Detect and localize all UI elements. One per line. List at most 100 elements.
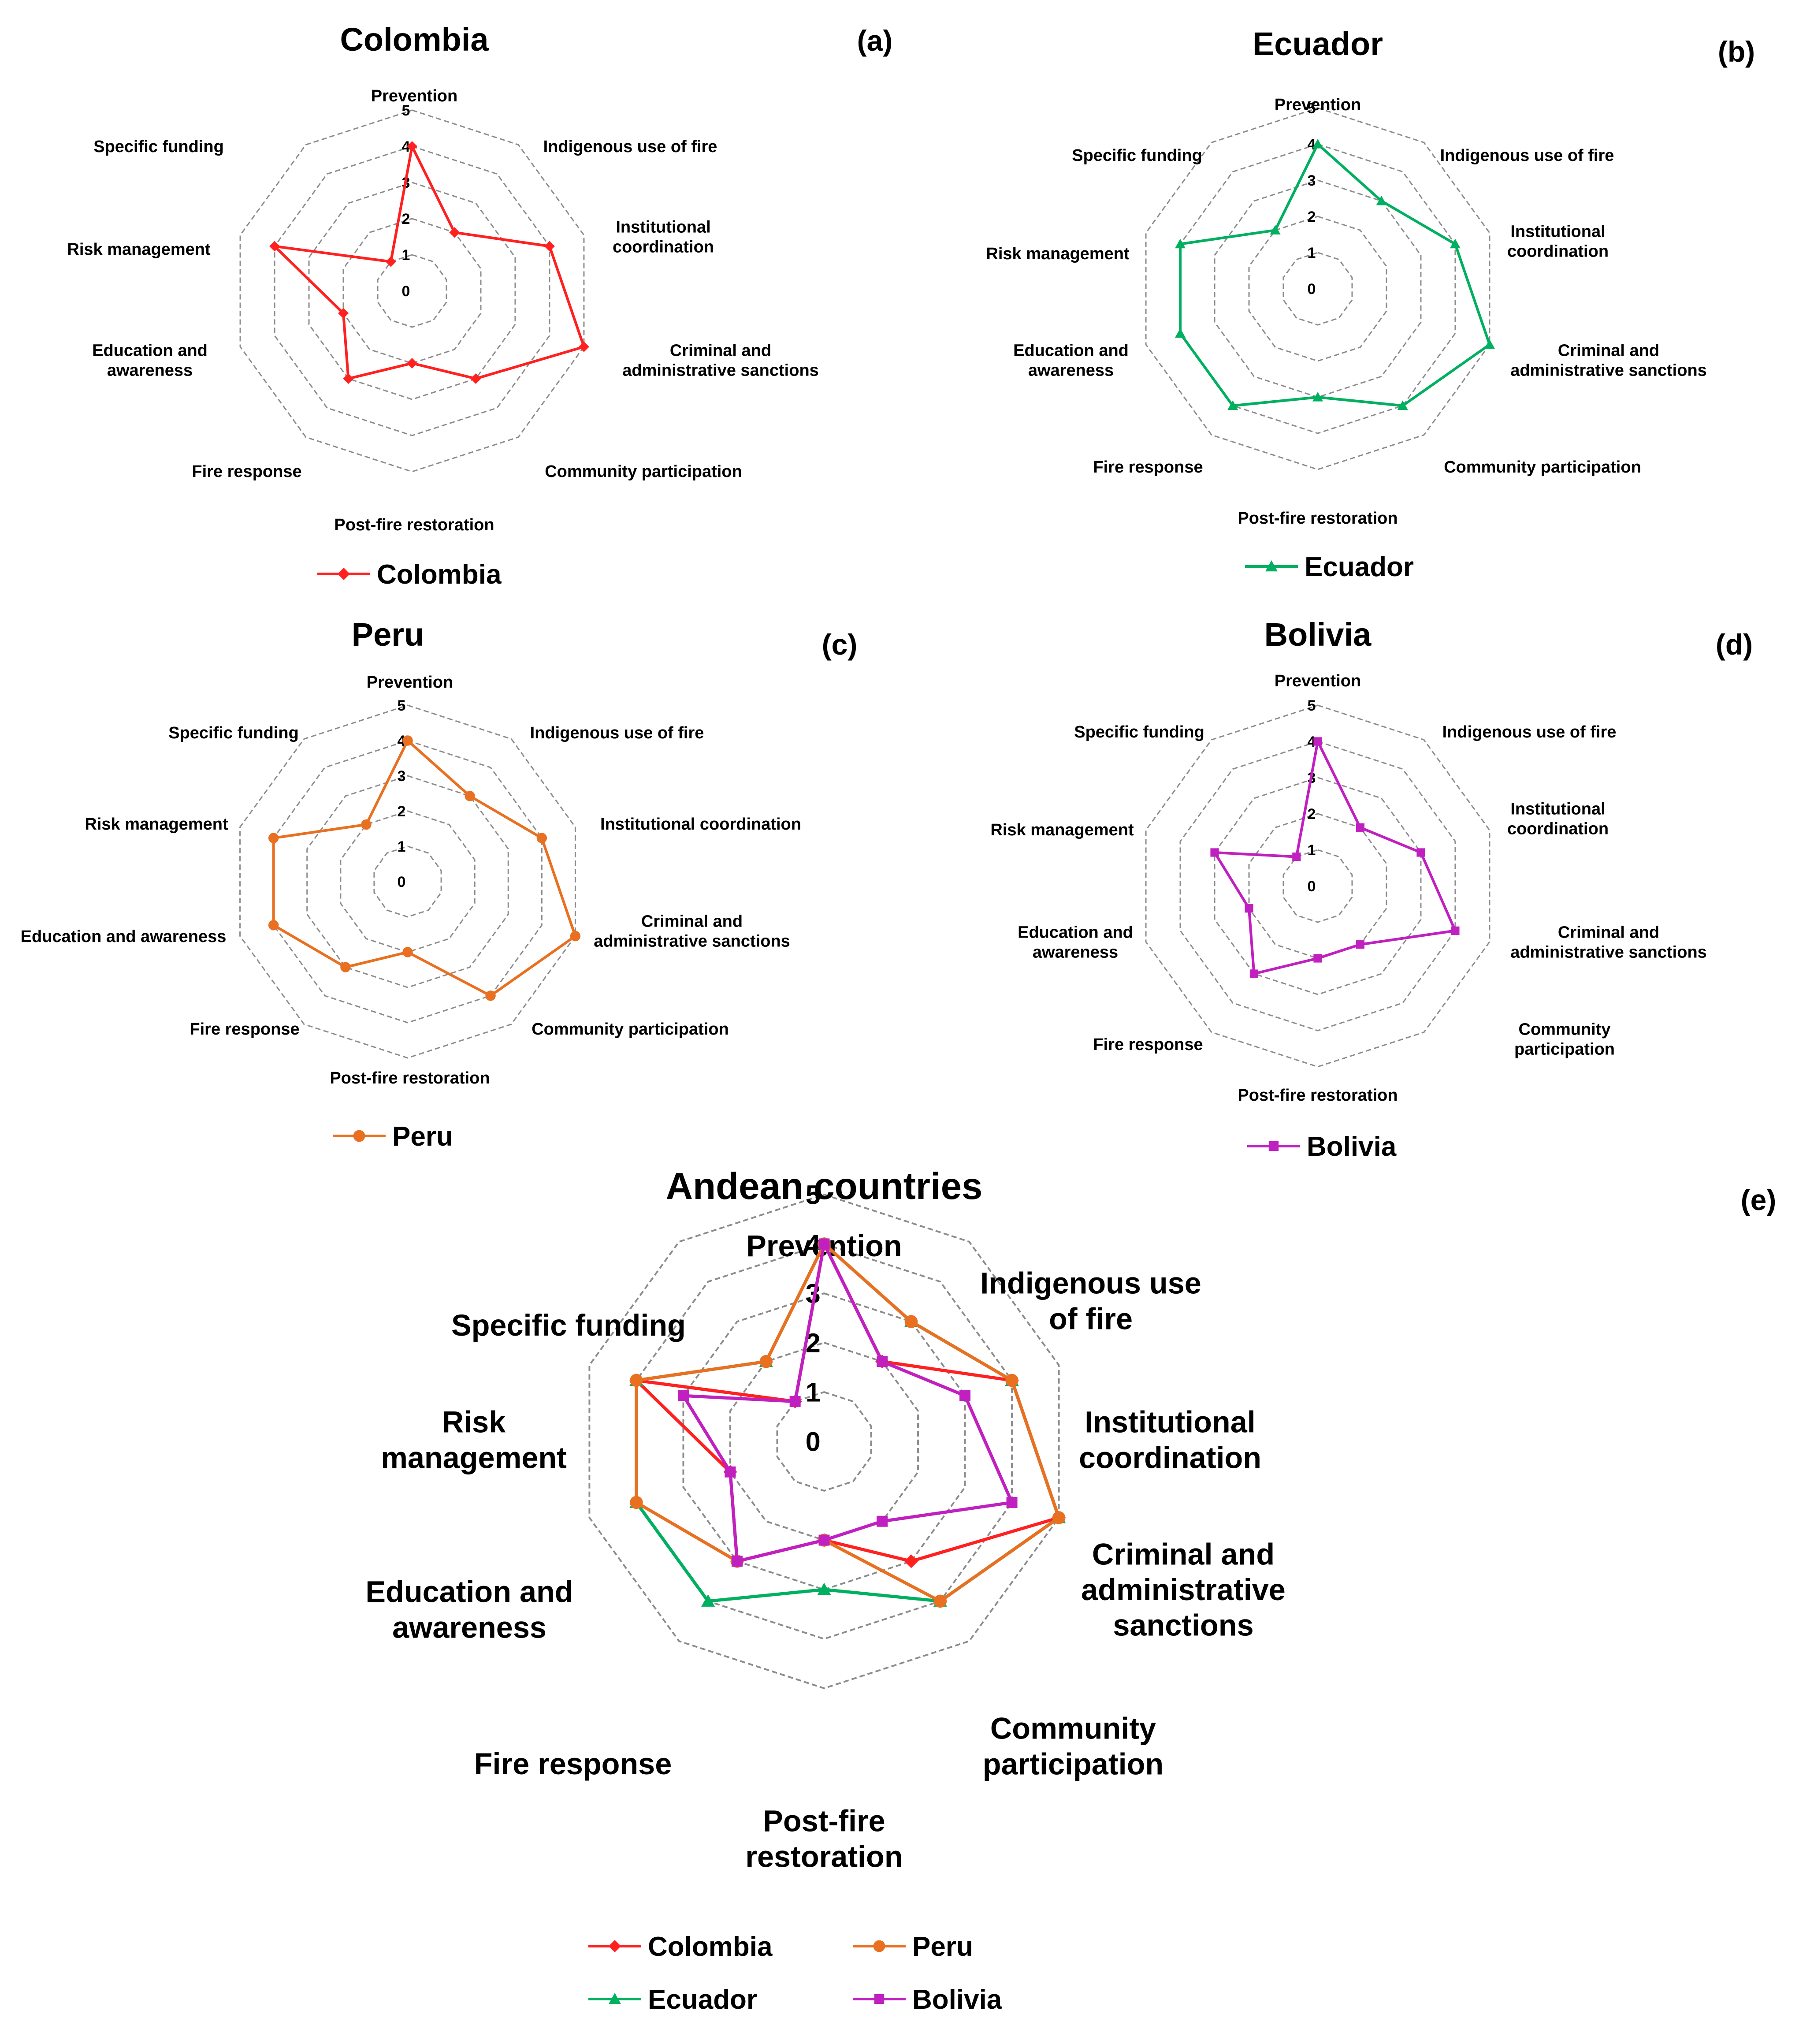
data-point-peru <box>1005 1374 1018 1387</box>
data-point-colombia <box>449 227 460 238</box>
tick-label: 2 <box>1308 806 1316 823</box>
data-point-ecuador <box>1312 139 1323 149</box>
series-line-bolivia <box>1213 740 1457 975</box>
data-point-bolivia <box>677 1390 689 1401</box>
grid-ring <box>1248 216 1387 362</box>
data-point-peru <box>933 1594 947 1608</box>
data-point-bolivia <box>1249 969 1259 978</box>
data-point-colombia <box>904 1554 918 1568</box>
data-point-bolivia <box>789 1396 801 1407</box>
axis-label-post-fire-restoration: Post-fire restoration <box>1238 509 1398 528</box>
data-point-peru <box>268 833 279 843</box>
tick-label: 3 <box>1308 172 1316 189</box>
grid-ring <box>1282 252 1353 326</box>
panel-tag: (e) <box>1741 1184 1777 1216</box>
grid-ring <box>273 740 543 1024</box>
data-point-peru <box>361 819 372 830</box>
axis-label-education-and-awareness: Education and awareness <box>21 927 227 946</box>
data-point-ecuador <box>1175 328 1186 338</box>
legend-item-peru: Peru <box>853 1932 973 1962</box>
data-point-peru <box>402 735 413 746</box>
legend-item-bolivia: Bolivia <box>1247 1132 1397 1162</box>
data-point-ecuador <box>1312 392 1323 402</box>
grid-ring <box>1248 813 1387 959</box>
data-point-colombia <box>338 308 349 319</box>
data-point-colombia <box>544 241 555 252</box>
data-point-bolivia <box>1313 954 1322 963</box>
data-point-bolivia <box>959 1390 971 1401</box>
data-point-bolivia <box>1451 926 1460 935</box>
legend-marker <box>1268 1141 1279 1151</box>
tick-label: 0 <box>402 283 410 300</box>
axis-label-risk-management: Risk management <box>990 821 1134 839</box>
tick-label: 2 <box>398 803 406 820</box>
data-point-colombia <box>407 141 417 152</box>
grid-ring <box>776 1391 872 1492</box>
chart-title: Ecuador <box>1253 26 1383 62</box>
chart-title: Bolivia <box>1264 616 1372 653</box>
data-point-colombia <box>343 373 354 384</box>
data-point-ecuador <box>1227 400 1238 410</box>
tick-label: 0 <box>1308 878 1316 895</box>
tick-label: 4 <box>1308 136 1316 153</box>
data-point-bolivia <box>725 1466 736 1478</box>
series-line-bolivia <box>681 1242 1014 1563</box>
data-point-ecuador <box>1484 339 1495 349</box>
legend-marker <box>353 1130 365 1142</box>
data-point-peru <box>904 1315 918 1328</box>
data-point-ecuador <box>701 1594 715 1607</box>
axis-label-indigenous-use-of-fire: Indigenous use of fire <box>1442 723 1617 741</box>
legend-marker <box>609 1993 621 2004</box>
grid-ring <box>1214 777 1422 995</box>
panel-tag: (c) <box>822 628 858 661</box>
grid-ring <box>340 810 476 953</box>
tick-label: 0 <box>1308 281 1316 298</box>
data-point-bolivia <box>1416 848 1425 857</box>
data-point-ecuador <box>1270 225 1281 235</box>
data-point-ecuador <box>817 1582 831 1595</box>
grid-ring <box>373 845 442 918</box>
legend-label: Colombia <box>377 559 502 590</box>
grid-ring <box>729 1341 919 1541</box>
axis-label-specific-funding: Specific funding <box>93 138 224 156</box>
grid-ring <box>342 218 482 364</box>
chart-title: Peru <box>352 616 424 653</box>
tick-label: 1 <box>1308 245 1316 261</box>
legend-marker <box>609 1940 621 1952</box>
chart-title: Colombia <box>340 21 489 58</box>
data-point-bolivia <box>877 1356 888 1367</box>
axis-label-indigenous-use-of-fire: Indigenous use of fire <box>543 138 717 156</box>
axis-label-fire-response: Fire response <box>1093 458 1203 477</box>
axis-label-community-participation: Community participation <box>545 462 742 481</box>
panel-tag: (d) <box>1716 628 1753 661</box>
axis-label-post-fire-restoration: Post-fire restoration <box>334 516 494 534</box>
data-point-ecuador <box>1175 238 1186 249</box>
grid-ring <box>1145 704 1490 1068</box>
panel-tag: (a) <box>857 24 893 57</box>
data-point-peru <box>485 990 496 1001</box>
series-line-colombia <box>273 145 585 380</box>
tick-label: 5 <box>1308 697 1316 714</box>
data-point-ecuador <box>1397 400 1408 410</box>
legend-label: Bolivia <box>912 1984 1002 2015</box>
data-point-bolivia <box>1006 1497 1018 1508</box>
legend-label: Ecuador <box>648 1984 757 2015</box>
data-point-bolivia <box>732 1556 743 1567</box>
data-point-peru <box>759 1355 773 1368</box>
tick-label: 0 <box>806 1427 821 1457</box>
axis-label-fire-response: Fire response <box>1093 1035 1203 1054</box>
